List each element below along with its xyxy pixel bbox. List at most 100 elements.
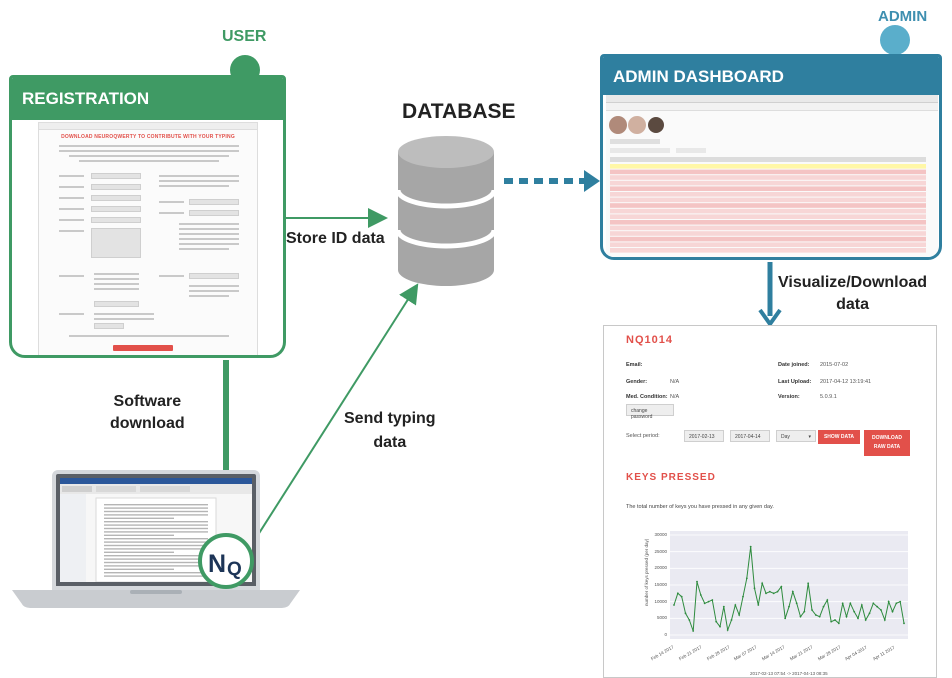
data-point	[857, 617, 859, 620]
document-text-line	[104, 507, 208, 509]
store-id-label: Store ID data	[286, 230, 385, 247]
data-point	[841, 602, 844, 605]
admin-table-row	[610, 231, 926, 236]
admin-dashboard-panel: ADMIN DASHBOARD	[600, 54, 942, 260]
registration-panel: REGISTRATION DOWNLOAD NEUROQWERTY TO CON…	[9, 75, 286, 358]
data-point	[788, 605, 790, 608]
document-text-line	[104, 561, 208, 564]
data-point	[822, 605, 825, 608]
med-condition-value: N/A	[670, 394, 680, 400]
admin-table-row	[610, 192, 926, 197]
document-window-screenshot	[60, 478, 252, 583]
date-joined-label: Date joined:	[778, 362, 810, 368]
visualize-line2: data	[836, 296, 869, 313]
data-point	[872, 602, 875, 605]
data-point	[761, 582, 764, 585]
document-text-line	[104, 527, 208, 530]
date-joined-value: 2015-07-02	[820, 362, 849, 368]
y-tick-label: 20000	[654, 565, 667, 571]
data-point	[876, 605, 879, 608]
y-axis-label: number of keys pressed (per day)	[644, 538, 649, 606]
admin-table-row	[610, 180, 926, 186]
data-point	[795, 602, 798, 605]
data-point	[742, 595, 744, 598]
admin-label: ADMIN	[878, 8, 928, 25]
document-text-line	[104, 558, 208, 560]
x-axis-label: 2017-02-13 07:54 -> 2017-04-13 08:35	[750, 671, 828, 676]
data-point	[887, 600, 890, 603]
data-point	[845, 615, 848, 618]
data-point	[860, 604, 863, 606]
data-point	[868, 612, 871, 615]
y-tick-label: 10000	[654, 598, 667, 604]
data-point	[699, 594, 702, 596]
y-tick-label: 30000	[654, 532, 667, 537]
keys-pressed-plot-area	[670, 531, 908, 639]
document-text-line	[104, 524, 208, 526]
document-text-line	[104, 531, 208, 533]
admin-table-row	[610, 214, 926, 219]
document-text-line	[104, 504, 208, 506]
data-point	[703, 602, 706, 605]
document-text-line	[104, 565, 208, 567]
change-password-button[interactable]: change password	[626, 404, 674, 420]
data-point	[826, 599, 829, 601]
x-tick-label: Mar 21 2017	[788, 644, 814, 662]
data-point	[768, 590, 771, 593]
period-end-input[interactable]: 2017-04-14	[730, 430, 770, 442]
data-point	[688, 619, 691, 621]
granularity-select[interactable]: Day ▾	[776, 430, 816, 442]
data-point	[673, 604, 675, 606]
send-typing-line2: data	[373, 434, 407, 451]
registration-nav-bar	[39, 123, 257, 130]
period-start-input[interactable]: 2017-02-13	[684, 430, 724, 442]
select-period-label: Select period:	[626, 433, 660, 439]
database-title: DATABASE	[402, 100, 516, 123]
admin-dashboard-title: ADMIN DASHBOARD	[603, 57, 939, 95]
data-point	[834, 619, 836, 621]
y-tick-label: 25000	[654, 548, 667, 554]
document-text-line	[104, 538, 208, 540]
x-tick-label: Feb 14 2017	[650, 644, 675, 662]
med-condition-label: Med. Condition:	[626, 394, 668, 400]
chevron-down-icon: ▾	[808, 434, 811, 440]
data-point	[803, 610, 806, 613]
admin-table-row	[610, 175, 926, 180]
data-point	[880, 609, 882, 611]
data-point	[749, 545, 752, 548]
user-profile-page: NQ1014 Email: Gender: N/A Med. Condition…	[603, 325, 937, 678]
show-data-label: SHOW DATA	[823, 434, 855, 440]
x-tick-label: Feb 21 2017	[677, 644, 703, 662]
data-point	[776, 590, 779, 593]
admin-table-row	[610, 242, 926, 247]
document-text-line	[104, 521, 208, 523]
x-tick-label: Apr 04 2017	[844, 644, 869, 662]
data-point	[895, 602, 898, 605]
x-tick-label: Feb 28 2017	[705, 644, 730, 662]
keys-pressed-description: The total number of keys you have presse…	[626, 504, 774, 510]
user-label: USER	[222, 28, 267, 45]
data-point	[753, 587, 756, 590]
data-point	[676, 592, 679, 595]
data-point	[807, 582, 810, 585]
download-raw-data-button[interactable]: DOWNLOAD RAW DATA	[864, 430, 910, 456]
data-point	[719, 625, 721, 628]
show-data-button[interactable]: SHOW DATA	[818, 430, 860, 444]
data-point	[891, 610, 894, 613]
data-point	[837, 622, 840, 625]
data-point	[680, 595, 683, 598]
document-text-line	[104, 510, 208, 513]
svg-text:N: N	[208, 550, 226, 578]
x-tick-label: Apr 11 2017	[872, 644, 896, 662]
gender-label: Gender:	[626, 379, 648, 385]
data-point	[692, 630, 695, 632]
document-text-line	[104, 555, 208, 557]
data-point	[757, 604, 760, 606]
data-point	[715, 620, 718, 623]
granularity-value: Day	[781, 434, 790, 440]
data-point	[864, 619, 867, 621]
laptop-screen	[52, 470, 260, 590]
admin-table-row	[610, 197, 926, 203]
download-label-line2: RAW DATA	[873, 444, 901, 450]
data-point	[765, 592, 767, 595]
